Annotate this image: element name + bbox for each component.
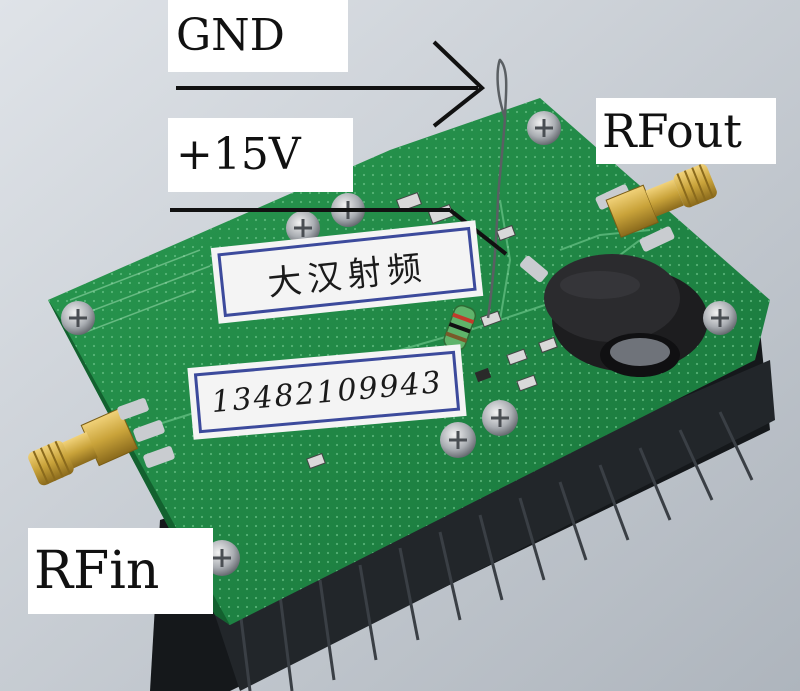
arrow-gnd <box>176 40 486 128</box>
plus-15v-label: +15V <box>168 118 353 192</box>
smd-components <box>306 184 675 470</box>
power-wires <box>486 58 508 319</box>
screw <box>61 301 95 335</box>
screw <box>482 400 518 436</box>
screw <box>204 540 240 576</box>
screw <box>703 301 737 335</box>
sma-connector-rfout <box>605 164 717 238</box>
inductor <box>443 304 477 351</box>
arrow-15v <box>170 208 508 256</box>
silkscreen <box>69 249 211 333</box>
screw <box>527 111 561 145</box>
screws <box>61 111 737 576</box>
screw <box>440 422 476 458</box>
gnd-label: GND <box>168 0 348 72</box>
ferrite-transformer <box>544 254 708 377</box>
rfout-label: RFout <box>596 98 776 164</box>
rfin-label: RFin <box>28 528 213 614</box>
screw <box>286 211 320 245</box>
sma-connector-rfin <box>28 407 139 486</box>
